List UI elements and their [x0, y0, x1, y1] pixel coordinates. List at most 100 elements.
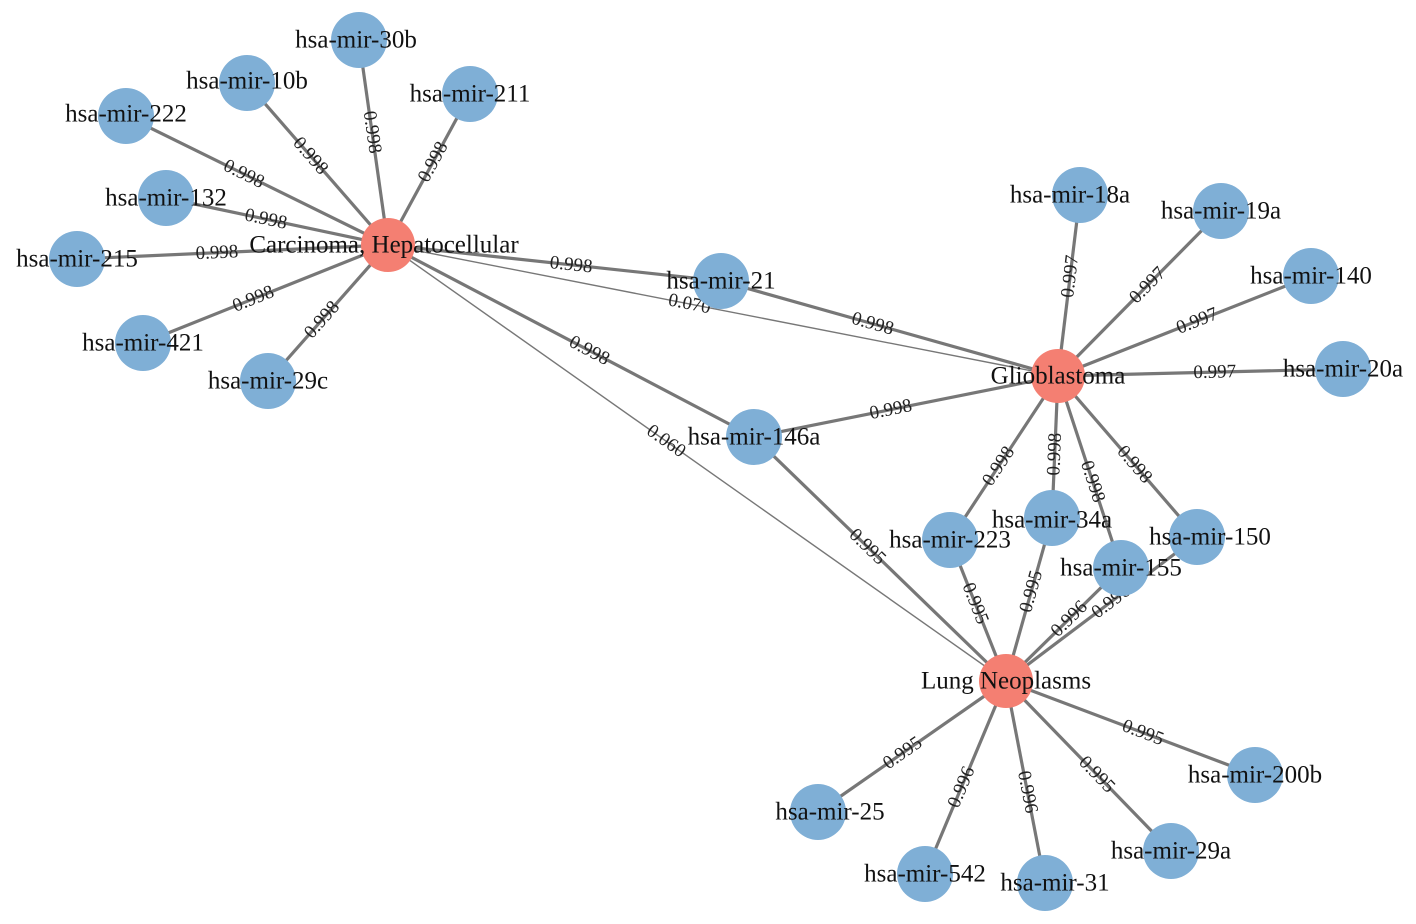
node-label-m211: hsa-mir-211 — [410, 81, 531, 108]
edge-weight-label: 0.998 — [230, 281, 277, 316]
edge-gbm-m150 — [1056, 374, 1199, 539]
edge-weight-label: 0.995 — [1119, 715, 1166, 750]
mirna-node-m223 — [922, 512, 978, 568]
mirna-node-m155 — [1093, 540, 1149, 596]
edge-hcc-m421 — [142, 243, 389, 345]
edge-hcc-m146a — [387, 243, 755, 439]
mirna-node-m140 — [1283, 248, 1339, 304]
edge-hcc-m215 — [76, 243, 389, 261]
edge-lung-m34a — [1004, 517, 1054, 682]
node-label-m223: hsa-mir-223 — [889, 527, 1011, 554]
edge-weight-label: 0.997 — [1173, 303, 1220, 338]
node-label-m132: hsa-mir-132 — [105, 185, 227, 212]
edge-layer — [76, 39, 1344, 884]
edge-lung-m146a — [752, 435, 1008, 683]
edge-weight-label: 0.996 — [1013, 769, 1042, 815]
disease-node-lung — [979, 654, 1033, 708]
edge-weight-label: 0.998 — [220, 155, 268, 193]
node-label-m222: hsa-mir-222 — [65, 101, 187, 128]
edge-gbm-m155 — [1056, 375, 1123, 569]
edge-hcc-m29c — [266, 243, 390, 383]
edge-weight-label: 0.995 — [958, 580, 993, 627]
mirna-node-m10b — [219, 55, 275, 111]
edge-weight-label: 0.998 — [195, 241, 239, 264]
edge-weight-label: 0.998 — [565, 331, 613, 369]
node-label-m30b: hsa-mir-30b — [295, 27, 417, 54]
node-label-m10b: hsa-mir-10b — [186, 68, 308, 95]
edge-gbm-m146a — [753, 374, 1059, 439]
mirna-node-m31 — [1017, 855, 1073, 911]
node-label-m542: hsa-mir-542 — [864, 861, 986, 888]
node-label-m31: hsa-mir-31 — [1000, 870, 1109, 897]
edge-gbm-m19a — [1056, 209, 1223, 378]
edge-weight-label: 0.998 — [1076, 458, 1109, 505]
node-label-m21: hsa-mir-21 — [666, 268, 775, 295]
node-label-layer: Carcinoma, HepatocellularGlioblastomaLun… — [16, 27, 1403, 897]
node-label-hcc: Carcinoma, Hepatocellular — [249, 232, 519, 259]
edge-gbm-m18a — [1056, 194, 1082, 377]
edge-gbm-m21 — [720, 279, 1059, 378]
disease-node-gbm — [1031, 349, 1085, 403]
node-label-m25: hsa-mir-25 — [775, 799, 884, 826]
node-label-m150: hsa-mir-150 — [1149, 524, 1271, 551]
mirna-node-m542 — [897, 846, 953, 902]
mirna-node-m222 — [98, 88, 154, 144]
edge-hcc-gbm — [387, 244, 1059, 377]
node-label-m146a: hsa-mir-146a — [688, 424, 821, 451]
edge-weight-label: 0.998 — [414, 138, 453, 186]
edge-weight-label: 0.998 — [849, 308, 896, 340]
edge-hcc-m10b — [245, 81, 390, 247]
edge-hcc-m30b — [357, 39, 390, 246]
mirna-node-m211 — [442, 66, 498, 122]
node-label-m140: hsa-mir-140 — [1250, 263, 1372, 290]
node-label-gbm: Glioblastoma — [991, 363, 1126, 390]
node-label-m29a: hsa-mir-29a — [1111, 838, 1231, 865]
node-label-m20a: hsa-mir-20a — [1283, 356, 1403, 383]
edge-weight-label: 0.996 — [944, 763, 980, 811]
mirna-node-m200b — [1227, 747, 1283, 803]
edge-weight-label: 0.060 — [643, 420, 690, 462]
mirna-node-m21 — [693, 253, 749, 309]
edge-weight-label: 0.995 — [1015, 568, 1047, 615]
edge-weight-label: 0.998 — [978, 443, 1019, 490]
node-label-m200b: hsa-mir-200b — [1188, 762, 1322, 789]
edge-weight-label: 0.998 — [1043, 432, 1066, 476]
mirna-node-m29c — [240, 353, 296, 409]
edge-weight-label: 0.998 — [359, 110, 386, 155]
edge-weight-label: 0.995 — [879, 732, 926, 774]
edge-weight-label: 0.998 — [549, 252, 594, 277]
node-label-lung: Lung Neoplasms — [921, 668, 1091, 695]
edge-weight-label: 0.998 — [243, 204, 289, 233]
edge-lung-m200b — [1005, 679, 1256, 777]
edge-lung-m542 — [923, 680, 1008, 875]
node-label-m421: hsa-mir-421 — [82, 330, 204, 357]
mirna-node-m20a — [1315, 341, 1371, 397]
edge-gbm-m140 — [1057, 274, 1312, 378]
mirna-node-m215 — [49, 231, 105, 287]
edge-hcc-m222 — [125, 114, 389, 247]
mirna-node-m150 — [1169, 509, 1225, 565]
edge-weight-label: 0.997 — [1193, 361, 1236, 383]
node-label-m215: hsa-mir-215 — [16, 246, 138, 273]
edge-lung-m29a — [1004, 679, 1173, 853]
edge-hcc-m132 — [165, 196, 389, 247]
edge-lung-m150 — [1005, 535, 1198, 683]
edge-gbm-m20a — [1057, 367, 1344, 378]
mirna-node-m132 — [138, 170, 194, 226]
edge-weight-label: 0.998 — [868, 395, 914, 424]
edge-weight-label: 0.997 — [1057, 254, 1083, 299]
mirna-node-m30b — [331, 12, 387, 68]
edge-lung-m25 — [817, 679, 1007, 814]
edge-hcc-m211 — [386, 93, 472, 246]
node-label-m18a: hsa-mir-18a — [1010, 182, 1130, 209]
mirna-node-m19a — [1193, 183, 1249, 239]
mirna-node-m18a — [1052, 167, 1108, 223]
node-label-m29c: hsa-mir-29c — [208, 368, 328, 395]
node-label-m19a: hsa-mir-19a — [1161, 198, 1281, 225]
edge-hcc-lung — [387, 244, 1007, 682]
mirna-node-m25 — [790, 784, 846, 840]
disease-node-hcc — [361, 218, 415, 272]
edge-lung-m31 — [1004, 680, 1047, 884]
mirna-node-m421 — [115, 315, 171, 371]
